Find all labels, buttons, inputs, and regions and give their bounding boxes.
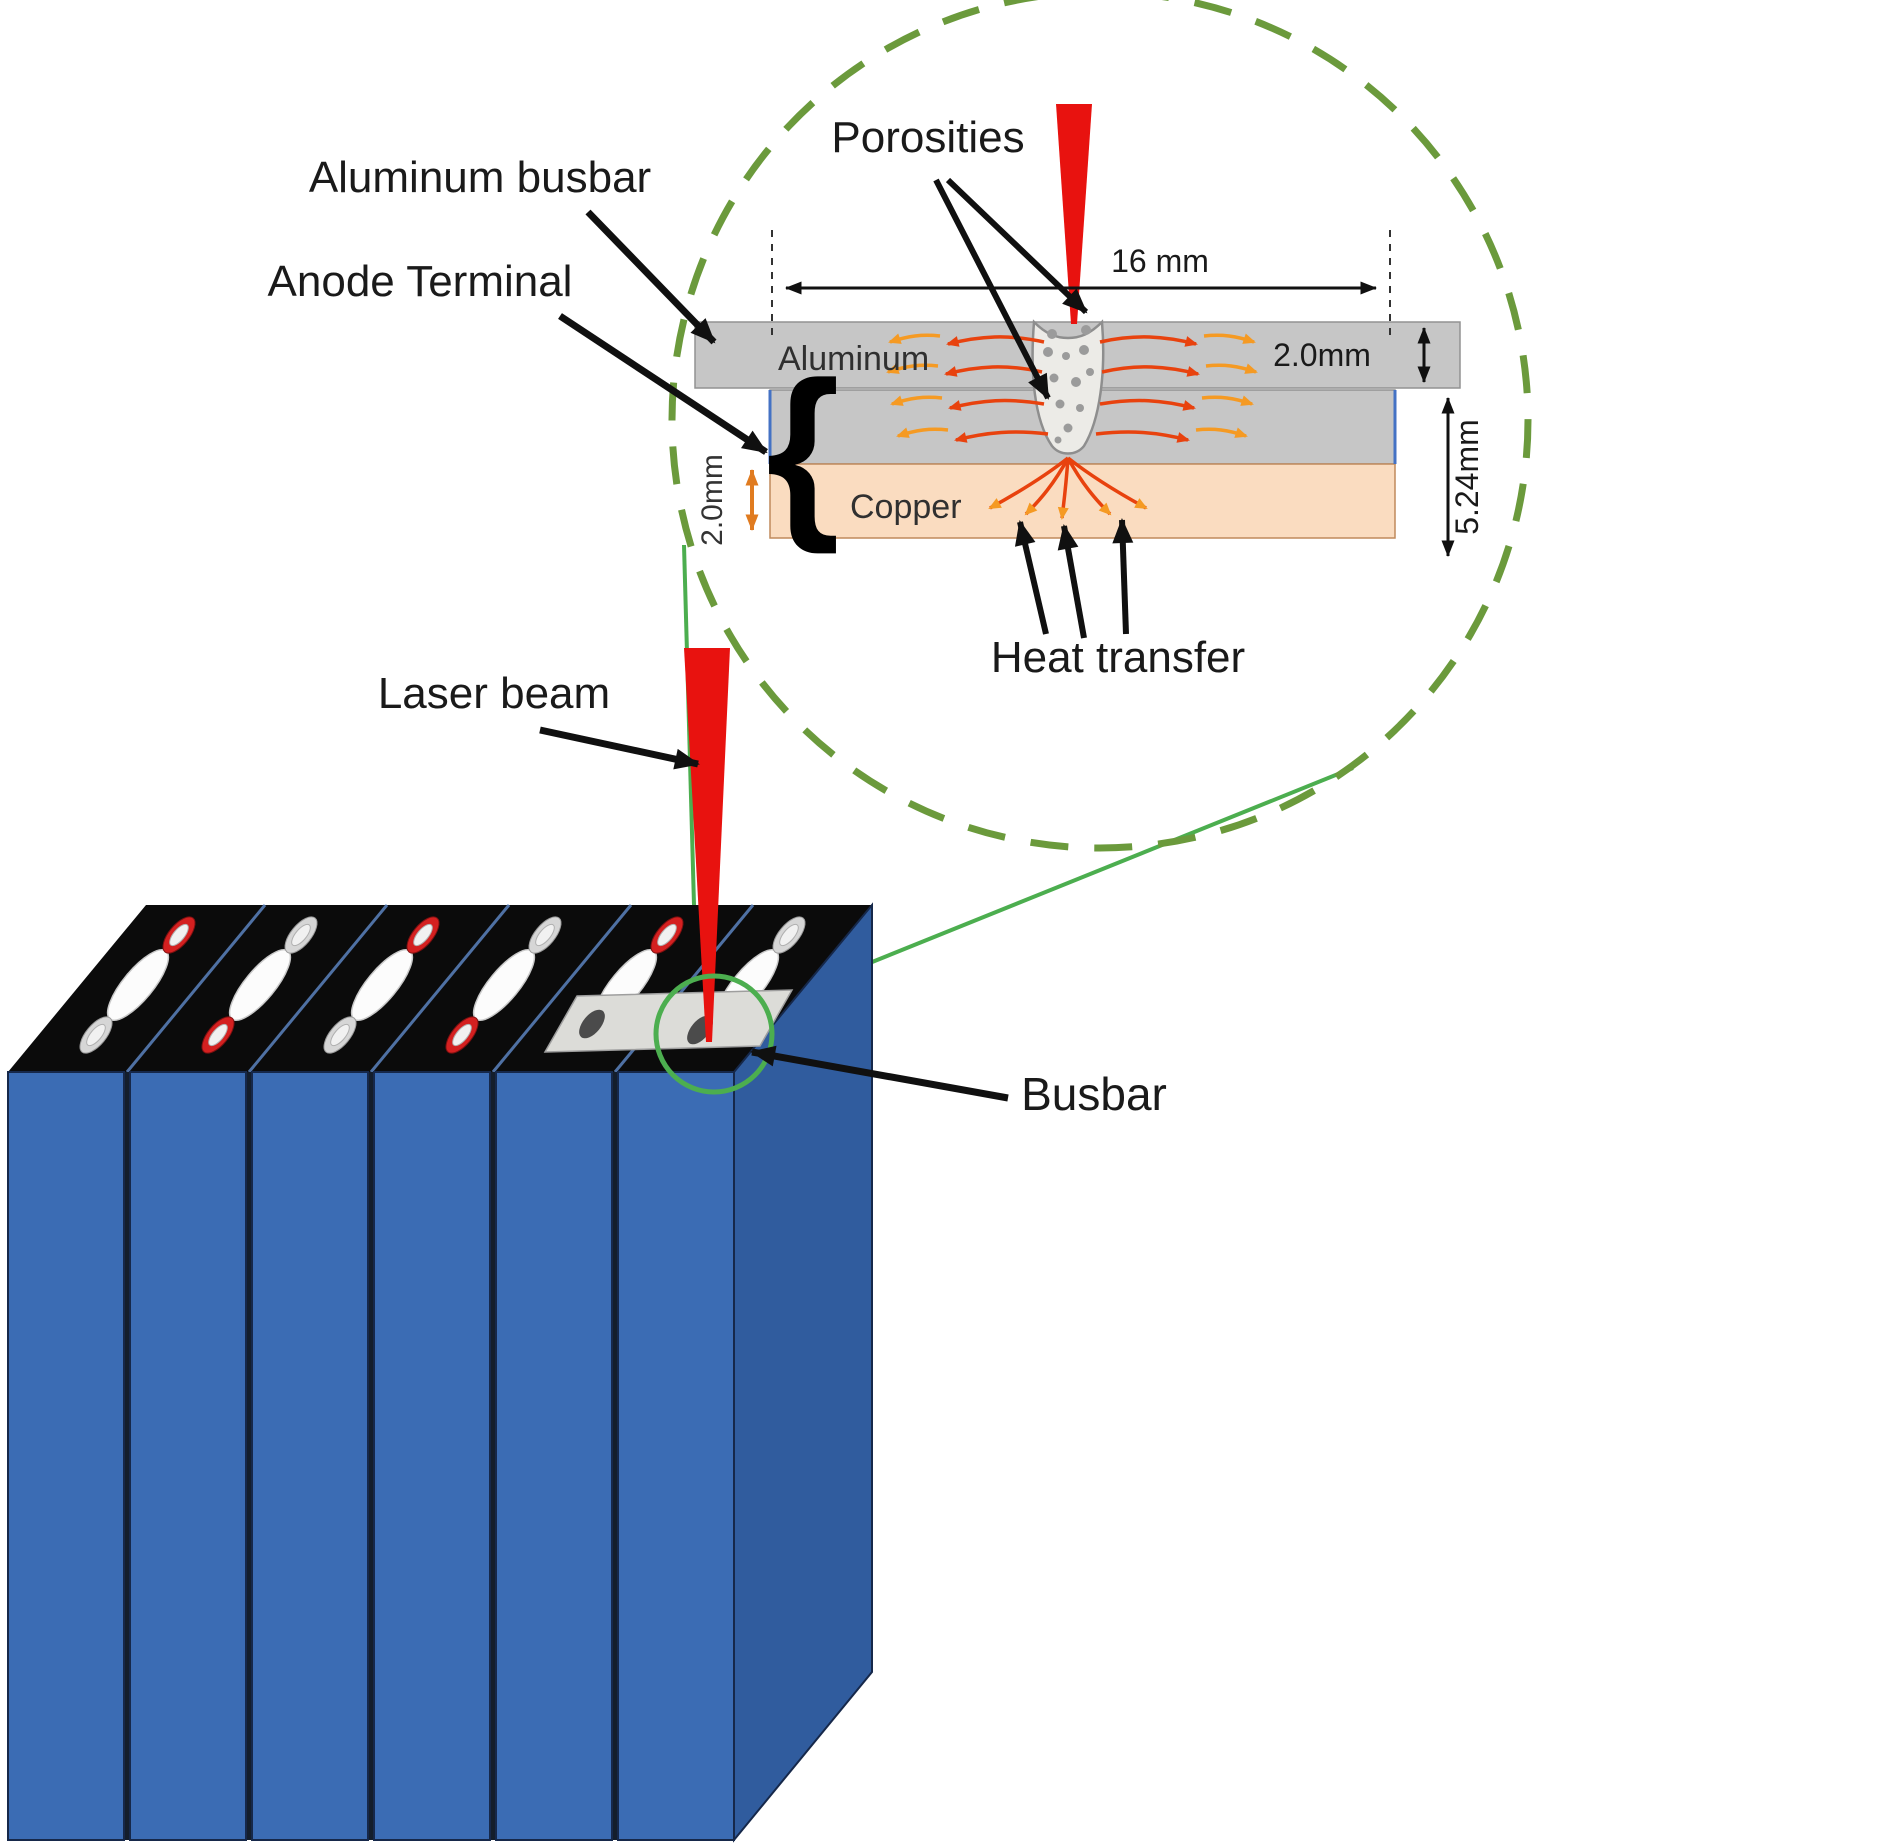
annotation-arrows bbox=[539, 177, 1134, 1102]
porosities-arrow-1 bbox=[945, 177, 1089, 315]
magnifier-dashed-circle bbox=[668, 0, 1532, 852]
battery-cell-front bbox=[129, 1071, 247, 1841]
dimension-16mm: 16 mm bbox=[771, 230, 1391, 338]
aluminum-busbar-label: Aluminum busbar bbox=[309, 153, 651, 202]
laser-beam-label: Laser beam bbox=[378, 669, 610, 718]
busbar-hole bbox=[579, 1009, 605, 1039]
heat-transfer-label: Heat transfer bbox=[991, 633, 1245, 682]
dim-16mm-label: 16 mm bbox=[1111, 243, 1209, 279]
laser-beam-magnified bbox=[1056, 104, 1092, 324]
battery-pack bbox=[7, 648, 873, 1843]
terminal-silver bbox=[528, 916, 562, 954]
battery-cell-front bbox=[373, 1071, 491, 1841]
anode-terminal-arrow bbox=[558, 313, 768, 455]
stack-brace: { bbox=[766, 343, 840, 555]
terminal-red bbox=[445, 1016, 479, 1054]
busbar-arrow bbox=[750, 1045, 1009, 1102]
busbar-assembly bbox=[543, 989, 794, 1053]
terminal-silver bbox=[772, 916, 806, 954]
dimension-2mm-copper: 2.0mm bbox=[696, 454, 759, 546]
terminal-silver bbox=[284, 916, 318, 954]
aluminum-layer-label: Aluminum bbox=[778, 340, 929, 378]
heat-arrows-down bbox=[988, 456, 1148, 520]
terminal-red bbox=[201, 1016, 235, 1054]
battery-cell-front bbox=[617, 1071, 735, 1841]
busbar-plate bbox=[543, 989, 794, 1053]
terminal-silver bbox=[79, 1016, 113, 1054]
laser-beam-arrow bbox=[539, 726, 700, 770]
terminal-silver bbox=[323, 1016, 357, 1054]
porosity-dots bbox=[1043, 325, 1094, 444]
heat-transfer-arrow-1 bbox=[1014, 520, 1049, 635]
terminal-red bbox=[650, 916, 684, 954]
battery-cell-front bbox=[251, 1071, 369, 1841]
back-terminals bbox=[162, 916, 806, 954]
heat-arrows-right bbox=[1095, 333, 1258, 443]
terminal-red bbox=[162, 916, 196, 954]
copper-layer-label: Copper bbox=[850, 488, 962, 526]
heat-transfer-arrow-2 bbox=[1057, 524, 1087, 639]
annotation-labels: Porosities Aluminum busbar Anode Termina… bbox=[268, 113, 1246, 1120]
dim-2mm-cu-label: 2.0mm bbox=[696, 454, 729, 546]
busbar-label: Busbar bbox=[1021, 1068, 1167, 1120]
porosities-label: Porosities bbox=[831, 113, 1024, 162]
battery-cell-front bbox=[495, 1071, 613, 1841]
heat-transfer-arrow-3 bbox=[1112, 518, 1134, 635]
magnified-weld-view: 16 mm 2.0mm 5.24mm 2.0mm { Aluminum Copp… bbox=[694, 104, 1485, 557]
anode-terminal-label: Anode Terminal bbox=[268, 257, 573, 306]
weld-highlight-circle bbox=[653, 973, 775, 1095]
porosities-arrow-2 bbox=[933, 178, 1051, 400]
terminal-red bbox=[406, 916, 440, 954]
aluminum-busbar-arrow bbox=[585, 209, 717, 345]
front-terminals bbox=[79, 1016, 479, 1054]
copper-layer bbox=[769, 463, 1396, 539]
battery-cell-front bbox=[7, 1071, 125, 1841]
dimension-2mm-aluminum: 2.0mm bbox=[1273, 327, 1431, 383]
dim-2mm-al-label: 2.0mm bbox=[1273, 337, 1371, 373]
laser-beam bbox=[684, 648, 730, 1042]
dim-total-label: 5.24mm bbox=[1449, 419, 1485, 535]
dimension-5-24mm: 5.24mm bbox=[1441, 397, 1485, 557]
